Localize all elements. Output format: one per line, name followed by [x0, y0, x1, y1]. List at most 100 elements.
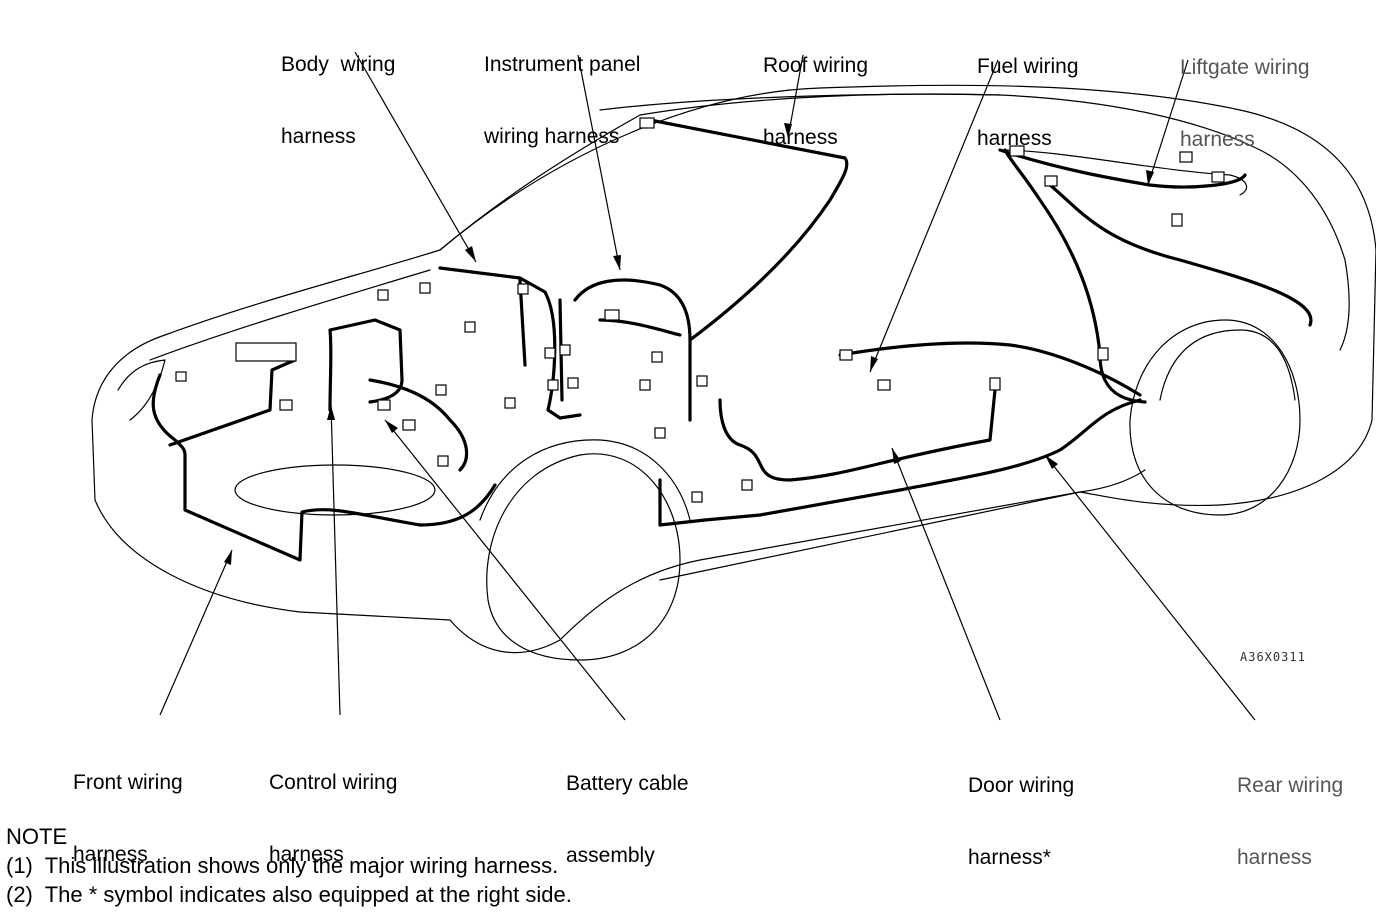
front-harness-run — [151, 373, 497, 562]
rear-wheel-well — [1159, 329, 1296, 401]
roof-harness-run — [648, 118, 849, 342]
label-body-wiring-harness: Body wiring harness — [281, 5, 395, 173]
connector — [1171, 213, 1183, 227]
connector — [377, 399, 391, 411]
rear-wheel — [1129, 319, 1301, 516]
label-instrument-panel-wiring-harness: Instrument panel wiring harness — [484, 5, 640, 173]
note-heading: NOTE — [6, 824, 68, 849]
hatch-line — [1259, 149, 1350, 351]
connector — [464, 321, 476, 333]
battery-run — [368, 378, 469, 472]
leader-fuel — [869, 59, 999, 373]
note-item-2: (2) The * symbol indicates also equipped… — [6, 882, 572, 907]
connector — [419, 282, 431, 294]
label-line: harness — [763, 126, 838, 149]
side-sill — [659, 469, 1146, 581]
fuel-harness-run — [838, 341, 1142, 397]
label-line: Front wiring — [73, 771, 183, 794]
label-line: harness — [977, 127, 1052, 150]
door-branch — [718, 388, 997, 482]
label-line: Control wiring — [269, 771, 398, 794]
connector — [435, 384, 447, 396]
arrowhead-front — [224, 550, 232, 565]
connector — [1097, 347, 1109, 361]
label-line: assembly — [566, 844, 655, 867]
liftgate-harness-run — [1048, 183, 1313, 327]
connector — [1044, 175, 1058, 187]
connector — [235, 342, 297, 362]
label-line: harness — [1180, 128, 1255, 151]
connector — [544, 347, 556, 359]
connector — [1009, 145, 1025, 157]
label-line: Liftgate wiring — [1180, 56, 1310, 79]
label-rear-wiring-harness: Rear wiring harness — [1237, 726, 1343, 894]
connector — [741, 479, 753, 491]
label-line: harness — [269, 843, 344, 866]
connector — [839, 349, 853, 361]
label-line: Roof wiring — [763, 54, 869, 77]
connector — [567, 377, 579, 389]
connector — [377, 289, 389, 301]
label-line: Door wiring — [968, 774, 1075, 797]
connector — [1179, 151, 1193, 163]
label-door-wiring-harness: Door wiring harness* — [968, 726, 1074, 894]
liftgate-top-run — [998, 148, 1247, 189]
label-battery-cable-assembly: Battery cable assembly — [566, 724, 689, 892]
label-line: Body wiring — [281, 53, 396, 76]
connector — [402, 419, 416, 431]
connector — [517, 283, 529, 295]
front-wheel — [486, 453, 681, 661]
hood-line — [149, 269, 431, 361]
control-harness-run — [328, 318, 404, 412]
front-harness-run-2 — [168, 358, 297, 447]
connector — [654, 427, 666, 439]
leader-rear — [1044, 454, 1256, 721]
leader-front — [159, 549, 233, 716]
connector — [604, 309, 620, 321]
label-line: Battery cable — [566, 772, 689, 795]
label-line: wiring harness — [484, 125, 620, 148]
leader-door — [891, 447, 1001, 721]
note-item-1: (1) This illustration shows only the maj… — [6, 853, 559, 878]
label-front-wiring-harness: Front wiring harness — [73, 723, 183, 891]
body-harness-run — [438, 266, 582, 420]
connector — [639, 379, 651, 391]
connector — [437, 455, 449, 467]
label-line: harness — [1237, 846, 1312, 869]
instrument-harness-run — [573, 278, 692, 422]
label-line: harness* — [968, 846, 1051, 869]
front-trunk-oval — [234, 464, 436, 516]
arrowhead-battery — [385, 420, 398, 433]
leader-battery — [384, 419, 626, 721]
label-roof-wiring-harness: Roof wiring harness — [763, 6, 868, 174]
label-control-wiring-harness: Control wiring harness — [269, 723, 397, 891]
arrowhead-rear — [1045, 455, 1058, 469]
leader-liftgate — [1147, 59, 1189, 186]
label-liftgate-wiring-harness: Liftgate wiring harness — [1180, 8, 1310, 176]
arrowhead-roof — [784, 123, 792, 138]
connector — [651, 351, 663, 363]
leader-instrument — [577, 54, 621, 271]
arrowhead-body — [465, 246, 476, 262]
roof-line — [599, 93, 1261, 151]
door-harness-run — [658, 398, 1142, 527]
connector — [559, 344, 571, 356]
arrowhead-instrument — [613, 255, 621, 270]
figure-code: A36X0311 — [1240, 650, 1306, 664]
connector — [877, 379, 891, 391]
connector — [1211, 171, 1225, 183]
connector — [175, 371, 187, 382]
arrowhead-liftgate — [1146, 170, 1154, 185]
notes-section: NOTE (1) This illustration shows only th… — [6, 822, 572, 909]
connector — [504, 397, 516, 409]
connector — [989, 377, 1001, 391]
headlight — [117, 359, 166, 421]
connector — [639, 117, 655, 129]
connector — [696, 375, 708, 387]
leader-body — [354, 51, 477, 263]
connector — [547, 379, 559, 391]
rear-harness-run — [1003, 148, 1147, 404]
label-line: Instrument panel — [484, 53, 641, 76]
arrowhead-fuel — [870, 356, 878, 372]
